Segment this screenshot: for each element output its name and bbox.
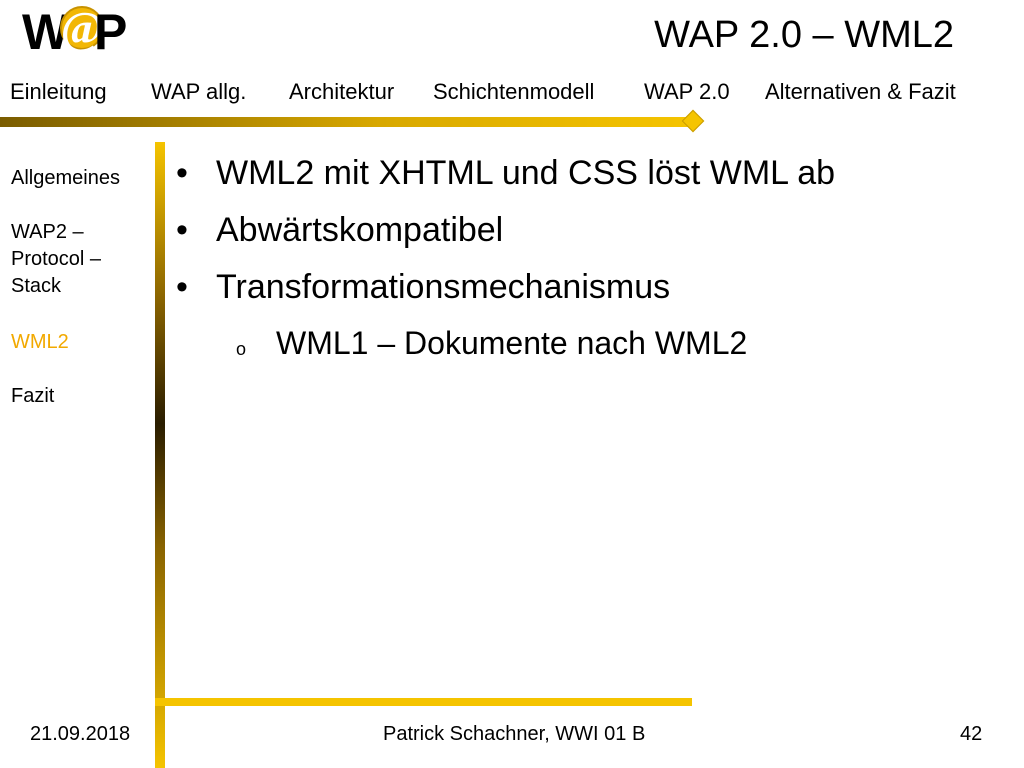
sidebar-item-line: Protocol –: [11, 248, 102, 270]
footer-author: Patrick Schachner, WWI 01 B: [383, 723, 646, 745]
sidebar-item-fazit[interactable]: Fazit: [11, 385, 55, 407]
nav-item-wap-allg[interactable]: WAP allg.: [151, 79, 247, 104]
bullet-dot: •: [176, 211, 188, 249]
sidebar-divider-bar: [155, 142, 165, 768]
wap-logo: W @ P: [22, 2, 132, 62]
sidebar-item-line: Stack: [11, 275, 62, 297]
bullet-text: Abwärtskompatibel: [216, 211, 504, 249]
bullet-text: WML2 mit XHTML und CSS löst WML ab: [216, 154, 836, 192]
logo-at-glyph: @: [60, 2, 104, 53]
sub-bullet-item: o WML1 – Dokumente nach WML2: [236, 323, 936, 363]
header-divider-bar: [0, 117, 690, 127]
sidebar-item-wap2-protocol-stack[interactable]: WAP2 – Protocol – Stack: [11, 219, 101, 300]
footer-divider-bar: [155, 698, 692, 706]
logo-letter-p: P: [94, 4, 127, 60]
top-nav: Einleitung WAP allg. Architektur Schicht…: [10, 78, 1010, 106]
nav-item-schichtenmodell[interactable]: Schichtenmodell: [433, 79, 595, 104]
bullet-item: • WML2 mit XHTML und CSS löst WML ab: [176, 153, 976, 193]
footer-date: 21.09.2018: [30, 723, 131, 745]
footer-page-number: 42: [960, 723, 983, 745]
bullet-dot: •: [176, 154, 188, 192]
sidebar-item-wml2[interactable]: WML2: [11, 331, 69, 353]
sidebar-item-allgemeines[interactable]: Allgemeines: [11, 167, 120, 189]
nav-item-wap-2-0[interactable]: WAP 2.0: [644, 79, 730, 104]
sub-bullet-marker: o: [236, 339, 247, 359]
slide-title: WAP 2.0 – WML2: [654, 14, 954, 56]
bullet-item: • Transformationsmechanismus: [176, 267, 976, 307]
divider-diamond: [681, 109, 705, 133]
bullet-item: • Abwärtskompatibel: [176, 210, 976, 250]
logo-at-circle: [60, 6, 104, 50]
nav-item-architektur[interactable]: Architektur: [289, 79, 395, 104]
nav-item-einleitung[interactable]: Einleitung: [10, 79, 107, 104]
nav-item-alternativen-fazit[interactable]: Alternativen & Fazit: [765, 79, 956, 104]
bullet-dot: •: [176, 268, 188, 306]
bullet-text: Transformationsmechanismus: [216, 268, 671, 306]
sidebar-item-line: WAP2 –: [11, 221, 84, 243]
sub-bullet-text: WML1 – Dokumente nach WML2: [276, 325, 748, 361]
